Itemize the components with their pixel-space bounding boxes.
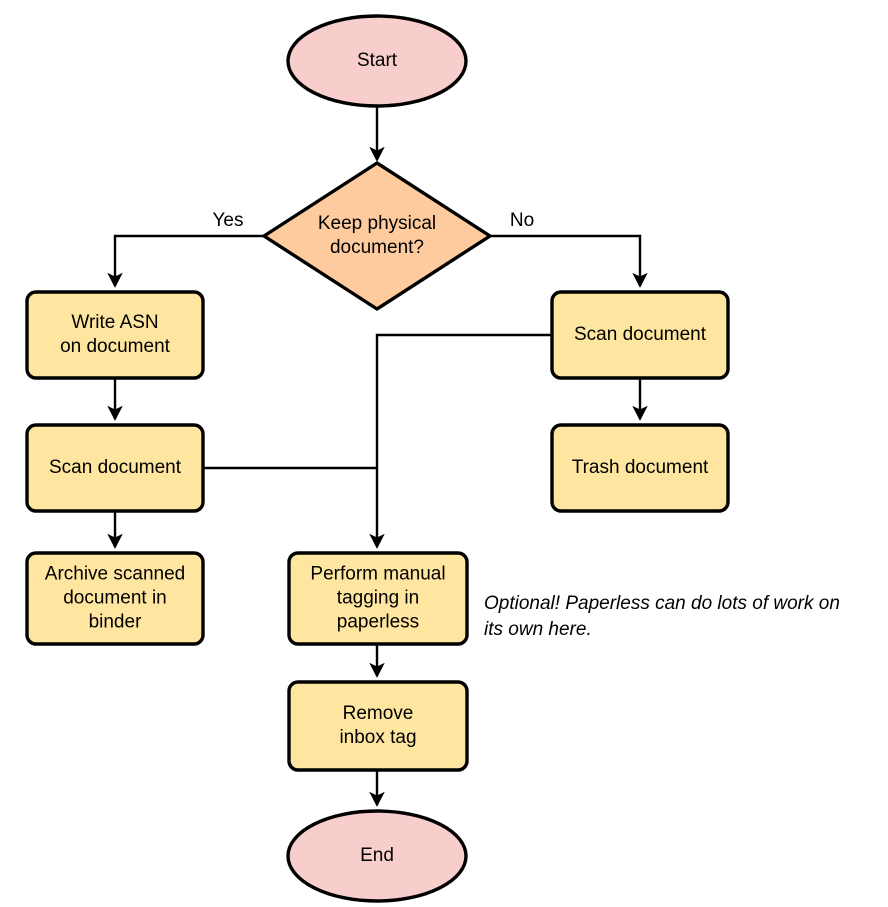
node-label-start: Start xyxy=(357,50,398,71)
node-shape-rect xyxy=(287,680,469,772)
node-label-scan-document-right: Scan document xyxy=(574,324,707,345)
node-shape-rect xyxy=(25,423,205,513)
annotation-optional-note: Optional! Paperless can do lots of work … xyxy=(484,593,840,640)
edge-decision-to-write-asn xyxy=(107,234,264,288)
edge-label-yes-label: Yes xyxy=(213,210,244,231)
node-label-end: End xyxy=(360,845,394,866)
node-trash-document[interactable]: Trash document xyxy=(550,423,730,513)
node-shape-diamond xyxy=(262,161,492,311)
node-scan-document-left[interactable]: Scan document xyxy=(25,423,205,513)
node-shape-rect xyxy=(25,551,205,646)
node-shape-rect xyxy=(550,423,730,513)
node-label-scan-document-left: Scan document xyxy=(49,457,182,478)
node-shape-ellipse xyxy=(286,14,468,108)
edges-layer xyxy=(107,106,648,807)
annotations-layer: Optional! Paperless can do lots of work … xyxy=(484,593,840,640)
edge-decision-to-scan-right xyxy=(490,234,648,288)
node-start[interactable]: Start xyxy=(286,14,468,108)
node-shape-ellipse xyxy=(286,809,468,903)
node-shape-rect xyxy=(287,551,469,646)
node-scan-document-right[interactable]: Scan document xyxy=(550,290,730,380)
edge-label-no-label: No xyxy=(510,210,534,231)
edge-scan-right-to-tagging xyxy=(369,333,552,549)
node-label-trash-document: Trash document xyxy=(572,457,709,478)
node-shape-rect xyxy=(550,290,730,380)
node-shape-rect xyxy=(25,290,205,380)
node-end[interactable]: End xyxy=(286,809,468,903)
edge-labels-layer: Yes No xyxy=(213,210,535,231)
